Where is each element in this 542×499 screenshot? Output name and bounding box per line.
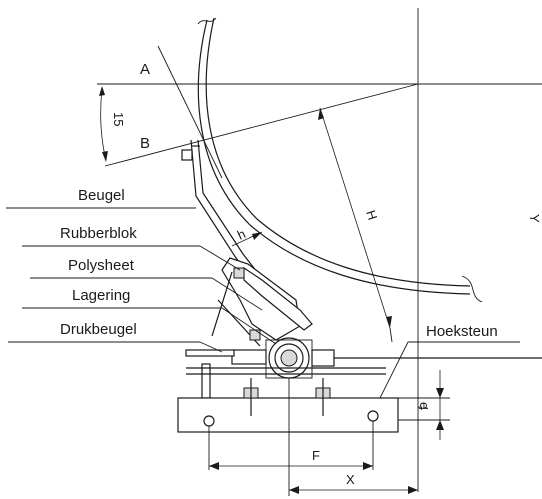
pipe-inner-wall: [205, 17, 471, 287]
bracket-top-bolt: [181, 149, 193, 161]
label-dim-F: F: [312, 448, 320, 463]
dim-h-large-arrow-top: [318, 108, 324, 120]
dim-h-large-ext: [389, 327, 393, 343]
label-dim-X: X: [346, 472, 355, 487]
dim-f-arrow-bottom: [436, 420, 444, 430]
label-dim-h-small: h: [235, 226, 248, 243]
dim-h-large-arrow-bottom: [386, 316, 392, 328]
dim-F-arrow-left: [209, 462, 219, 470]
angle-arc: [100, 87, 107, 161]
lagering-leader-d: [221, 307, 277, 345]
dim-f-arrow-top: [436, 388, 444, 398]
anchor-hole-right: [367, 410, 379, 422]
label-polysheet: Polysheet: [68, 257, 135, 274]
label-angle: 15: [111, 112, 126, 126]
pipe-break-right: [461, 275, 483, 303]
label-point-b: B: [140, 135, 150, 152]
dim-h-small-arrow: [252, 232, 262, 240]
dim-X-arrow-right: [408, 486, 418, 494]
rubberblok-bolt: [233, 267, 245, 279]
label-dim-h-large: H: [363, 208, 380, 222]
label-dim-e: e: [417, 402, 432, 409]
label-drukbeugel: Drukbeugel: [60, 321, 137, 338]
hoeksteun-leader-d: [379, 341, 409, 399]
angle-arrow-bottom: [102, 151, 108, 162]
label-beugel: Beugel: [78, 187, 125, 204]
hoeksteun-upright: [201, 363, 211, 399]
polysheet-leader-d: [211, 277, 263, 311]
label-lagering: Lagering: [72, 287, 130, 304]
label-rubberblok: Rubberblok: [60, 225, 137, 242]
label-hoeksteun: Hoeksteun: [426, 323, 498, 340]
anchor-hole-left: [203, 415, 215, 427]
pipe-break-top: [197, 17, 217, 25]
label-point-a: A: [140, 61, 150, 78]
axle-nut-left: [231, 349, 267, 365]
tangent-guide-line: [157, 45, 223, 179]
hoeksteun-top-plate: [185, 349, 235, 357]
pipe-outer-wall: [197, 19, 471, 295]
axle-nut-right: [311, 349, 335, 367]
angle-arrow-top: [99, 86, 105, 96]
polysheet-shape: [243, 266, 313, 331]
dim-X-arrow-left: [289, 486, 299, 494]
reference-line-b: [104, 83, 419, 167]
base-plate: [177, 397, 399, 433]
rubberblok-leader-d: [199, 245, 241, 271]
bearing-inner: [280, 349, 298, 367]
drukbeugel-leader-d: [199, 341, 223, 353]
drukbeugel-arm-2: [211, 271, 233, 337]
label-dim-f: f: [416, 406, 431, 410]
dim-h-large-line: [319, 107, 391, 329]
dim-F-arrow-right: [363, 462, 373, 470]
drukbeugel-bolt: [249, 329, 261, 341]
label-dim-y: Y: [527, 214, 542, 223]
